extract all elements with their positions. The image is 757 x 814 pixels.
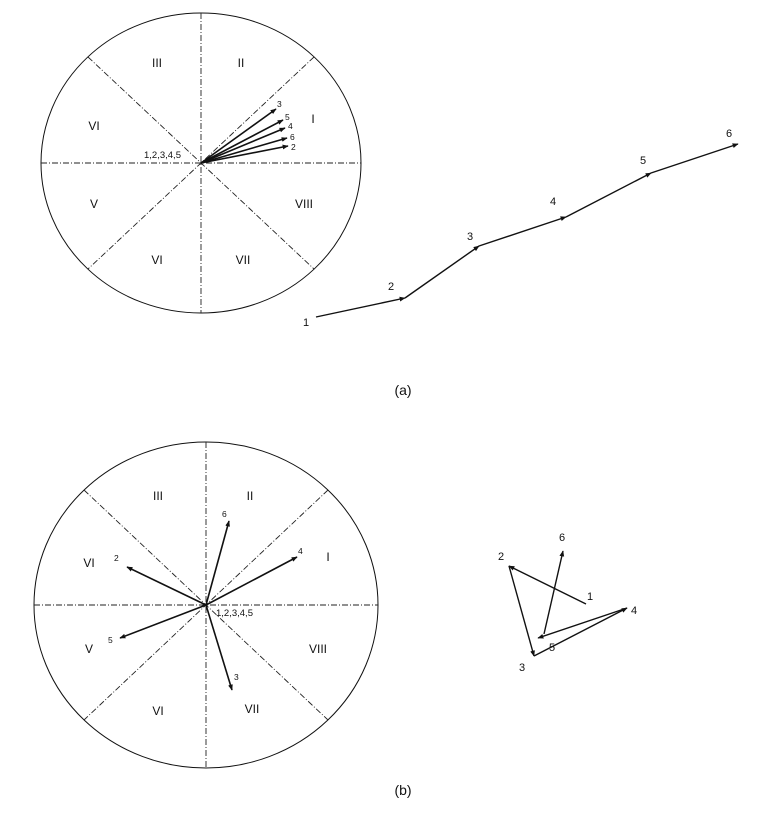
panel-a-vector-4 xyxy=(200,127,286,164)
panel-a-path-segment xyxy=(478,216,567,247)
panel-b-sector-label: VIII xyxy=(309,642,327,656)
panel-a-path-segment xyxy=(315,296,406,318)
panel-a: I II III VI V VI VII VIII 1,2,3,4,5 3 5 … xyxy=(40,12,739,398)
panel-a-sector-label: III xyxy=(152,56,162,70)
panel-b-sector-label: III xyxy=(153,489,163,503)
panel-b-vector-label: 6 xyxy=(222,509,227,519)
panel-b-origin-label: 1,2,3,4,5 xyxy=(216,608,253,619)
panel-b-path-point-label: 4 xyxy=(631,605,637,617)
panel-b-sector-label: VI xyxy=(83,556,94,570)
panel-a-vector-label: 5 xyxy=(285,112,290,122)
panel-a-path-point-label: 2 xyxy=(388,281,394,293)
panel-a-path-point-label: 6 xyxy=(726,128,732,140)
panel-b-vector-3 xyxy=(205,604,233,691)
panel-b-path-segment xyxy=(533,607,628,657)
panel-b-path-point-label: 5 xyxy=(549,642,555,654)
panel-b-vector-4 xyxy=(205,556,298,606)
panel-b-path-point-label: 6 xyxy=(559,532,565,544)
panel-a-path-point-label: 4 xyxy=(550,196,556,208)
panel-a-vector-label: 4 xyxy=(288,121,293,131)
panel-b-path-diagram: 1 2 3 4 5 6 xyxy=(498,532,637,674)
panel-a-sector-label: I xyxy=(311,112,314,126)
panel-a-path-diagram: 1 2 3 4 5 6 xyxy=(303,128,739,329)
panel-a-sector-label: II xyxy=(238,56,245,70)
panel-b-vector-label: 2 xyxy=(114,553,119,563)
panel-b-vector-label: 5 xyxy=(108,635,113,645)
panel-b-caption: (b) xyxy=(394,782,411,798)
panel-a-path-point-label: 5 xyxy=(640,155,646,167)
panel-b-path-segment xyxy=(543,550,565,635)
panel-b-sector-label: VI xyxy=(152,704,163,718)
panel-b-path-point-label: 1 xyxy=(587,591,593,603)
panel-a-path-point-label: 1 xyxy=(303,317,309,329)
panel-a-origin-label: 1,2,3,4,5 xyxy=(144,150,181,161)
panel-b-path-segment xyxy=(508,565,587,605)
panel-b-sector-label: V xyxy=(85,642,93,656)
panel-a-path-segment xyxy=(565,172,652,218)
panel-b-sector-label: II xyxy=(247,489,254,503)
panel-a-vector-label: 3 xyxy=(277,99,282,109)
panel-a-vector-5 xyxy=(200,119,284,164)
panel-a-caption: (a) xyxy=(394,382,411,398)
panel-a-vector-label: 6 xyxy=(290,132,295,142)
panel-b-sector-label: I xyxy=(326,550,329,564)
panel-a-vector-label: 2 xyxy=(291,142,296,152)
panel-a-vector-6 xyxy=(200,137,288,164)
panel-a-vector-2 xyxy=(200,144,289,164)
panel-a-vector-3 xyxy=(200,108,277,164)
panel-b-path-point-label: 3 xyxy=(519,662,525,674)
panel-b-vector-label: 4 xyxy=(298,546,303,556)
panel-b-vector-2 xyxy=(126,566,207,606)
panel-a-circle-diagram: I II III VI V VI VII VIII 1,2,3,4,5 3 5 … xyxy=(40,12,362,314)
panel-b-path-point-label: 2 xyxy=(498,551,504,563)
panel-b-vector-label: 3 xyxy=(234,672,239,682)
panel-a-sector-label: VIII xyxy=(295,197,313,211)
panel-b-vector-5 xyxy=(119,604,207,639)
panel-a-sector-label: VII xyxy=(236,253,251,267)
panel-a-sector-label: VI xyxy=(88,119,99,133)
panel-a-path-segment xyxy=(404,245,480,299)
panel-b-path-segment xyxy=(508,565,535,657)
panel-a-sector-label: V xyxy=(90,197,98,211)
panel-b-circle-diagram: I II III VI V VI VII VIII 1,2,3,4,5 6 4 … xyxy=(33,441,379,769)
panel-b-sector-label: VII xyxy=(245,702,260,716)
panel-a-path-segment xyxy=(650,143,739,174)
panel-a-path-point-label: 3 xyxy=(467,231,473,243)
panel-b-path-segment xyxy=(537,607,628,639)
panel-b-vector-6 xyxy=(205,520,230,606)
panel-a-sector-label: VI xyxy=(151,253,162,267)
panel-b: I II III VI V VI VII VIII 1,2,3,4,5 6 4 … xyxy=(33,441,637,798)
